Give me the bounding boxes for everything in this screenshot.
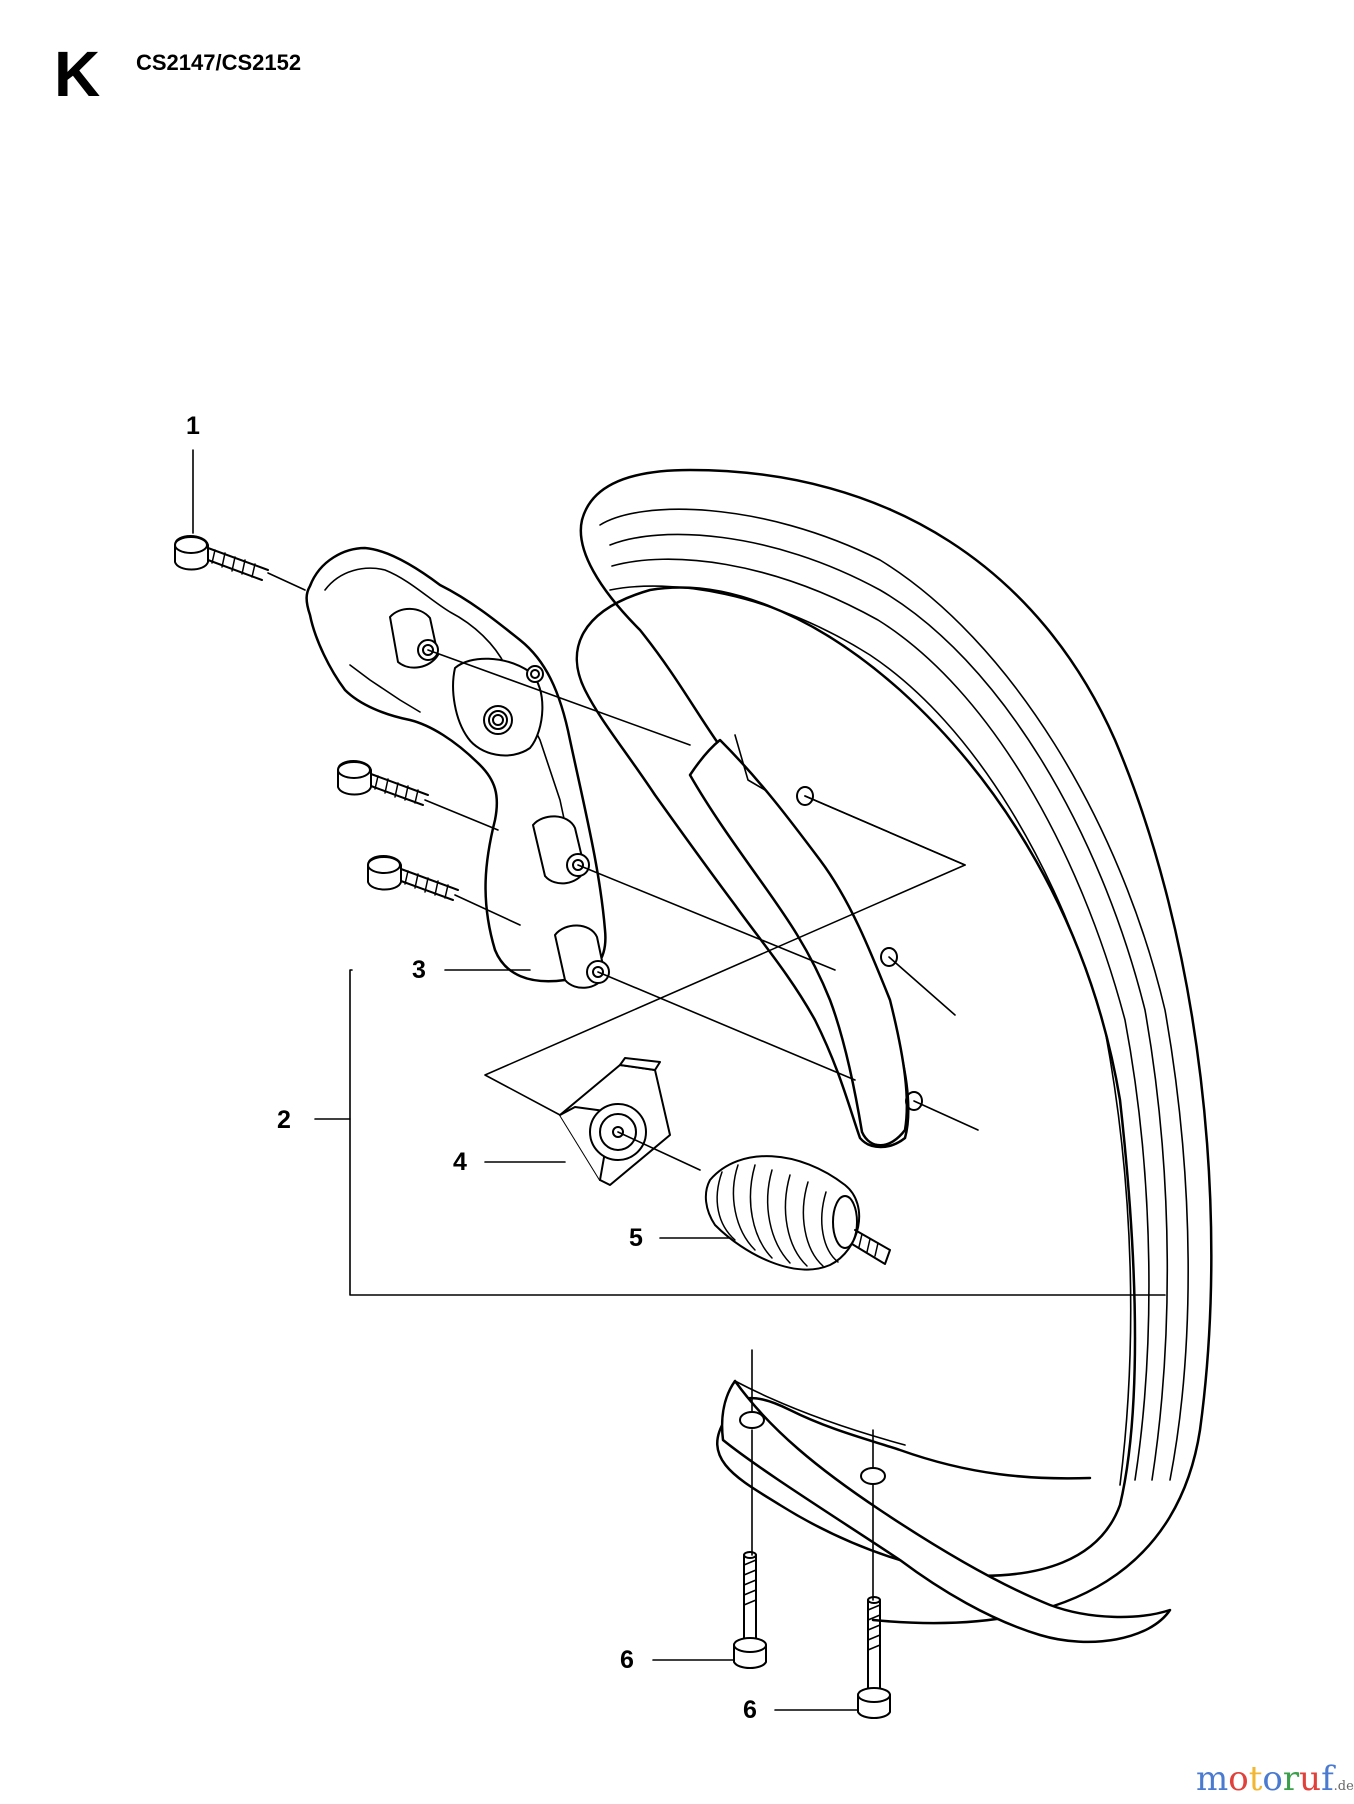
wm-letter: o xyxy=(1262,1759,1283,1799)
section-letter: K xyxy=(54,38,101,110)
wm-letter: m xyxy=(1196,1759,1229,1799)
callout-leaders xyxy=(192,449,1166,1711)
watermark-logo: motoruf.de xyxy=(1196,1762,1354,1804)
wm-letter: o xyxy=(1228,1759,1249,1799)
callout-6-a: 6 xyxy=(620,1646,634,1674)
wm-letter: r xyxy=(1282,1759,1300,1799)
wm-letter: f xyxy=(1321,1759,1334,1799)
callout-5: 5 xyxy=(629,1224,643,1252)
pad-part-4 xyxy=(559,1057,671,1186)
wm-letter: t xyxy=(1248,1759,1263,1799)
bracket-part-3 xyxy=(305,546,610,989)
screw-part-1-b xyxy=(337,760,429,806)
assembly-lines xyxy=(267,572,979,1601)
screw-part-1-c xyxy=(367,855,459,901)
screw-part-6-b xyxy=(857,1596,891,1719)
callout-4: 4 xyxy=(453,1148,467,1176)
buffer-part-5 xyxy=(704,1155,891,1271)
front-handle xyxy=(575,468,1213,1644)
callout-3: 3 xyxy=(412,956,426,984)
wm-letter: u xyxy=(1299,1759,1322,1799)
wm-suffix: .de xyxy=(1333,1779,1354,1794)
screw-part-1 xyxy=(174,535,269,581)
callout-6-b: 6 xyxy=(743,1696,757,1724)
screw-part-6-a xyxy=(733,1551,767,1669)
model-number: CS2147/CS2152 xyxy=(136,50,302,75)
callout-1: 1 xyxy=(186,412,200,440)
callout-2: 2 xyxy=(277,1106,291,1134)
